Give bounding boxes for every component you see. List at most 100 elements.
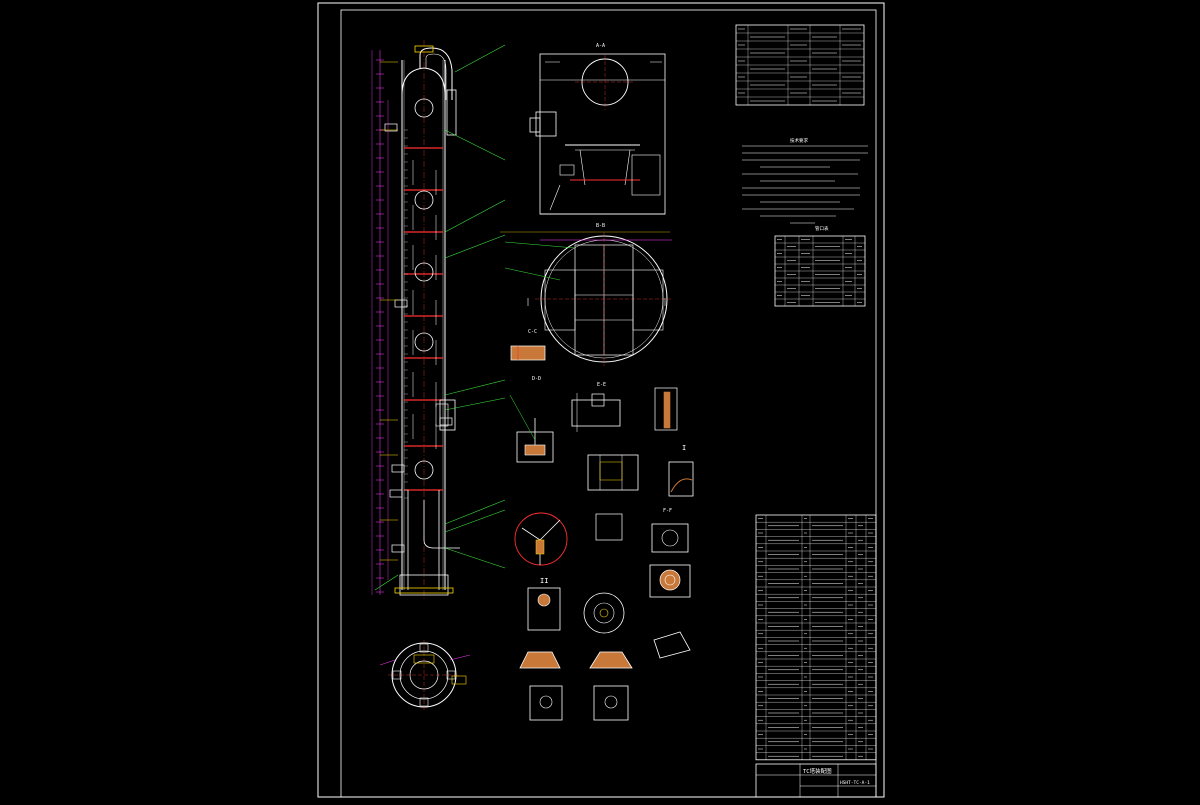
part-leader-7 bbox=[444, 499, 506, 525]
label-c-c: C-C bbox=[528, 329, 537, 335]
detail-views bbox=[509, 346, 694, 721]
detail-h-box bbox=[587, 454, 639, 491]
section-a-nozzle-flange bbox=[529, 117, 541, 133]
manhole-5 bbox=[414, 460, 434, 480]
label-a-a: A-A bbox=[596, 43, 605, 49]
label-d-d: D-D bbox=[532, 376, 541, 382]
label-b-b: B-B bbox=[596, 223, 605, 229]
part-leader-2 bbox=[444, 129, 506, 161]
drawing-number: HSHT-TC-A-1 bbox=[840, 780, 870, 786]
drawing-title: TC塔装配图 bbox=[803, 767, 832, 775]
detail-i-weld bbox=[670, 478, 693, 493]
notes-heading: 技术要求 bbox=[790, 137, 808, 144]
section-view-a-a bbox=[529, 53, 666, 215]
title-block: TC塔装配图 HSHT-TC-A-1 bbox=[755, 763, 877, 798]
detail-f-bolt bbox=[661, 529, 679, 547]
vapor-outlet-pipe-inner bbox=[425, 53, 447, 100]
detail-f-box bbox=[651, 523, 689, 553]
section-a-weir-l bbox=[579, 149, 586, 186]
detail-f2-hole bbox=[664, 574, 676, 586]
base-label-box bbox=[451, 675, 467, 685]
feed-inner bbox=[435, 403, 449, 427]
part-leader-4 bbox=[444, 234, 506, 259]
column-elevation-view bbox=[371, 40, 506, 600]
side-nozzle-4 bbox=[391, 464, 405, 473]
tray-leader-2 bbox=[504, 267, 561, 281]
part-leader-3 bbox=[444, 199, 506, 233]
bottom-outlet-pipe bbox=[423, 500, 460, 549]
detail-f2-circle bbox=[659, 569, 681, 591]
detail-e-clip bbox=[591, 393, 605, 407]
base-dim-1 bbox=[379, 659, 396, 666]
base-ring bbox=[394, 587, 454, 594]
detail-g-box bbox=[654, 387, 678, 431]
part-leader-6 bbox=[444, 397, 506, 411]
detail-plate-b bbox=[593, 685, 629, 721]
outlet-flange bbox=[446, 89, 457, 136]
section-a-brace bbox=[549, 184, 561, 211]
section-a-clip bbox=[559, 164, 575, 176]
detail-i-box bbox=[668, 461, 694, 497]
manhole-4 bbox=[414, 332, 434, 352]
anchor-bolt-4 bbox=[446, 670, 456, 680]
detail-f2-box bbox=[649, 564, 691, 598]
tray-leader-1 bbox=[504, 241, 576, 249]
detail-e-box bbox=[571, 399, 621, 427]
nozzle-table-heading: 管口表 bbox=[815, 225, 829, 232]
detail-bracket-box bbox=[595, 513, 623, 541]
anchor-bolt-3 bbox=[392, 670, 402, 680]
detail-lug-a bbox=[519, 651, 561, 669]
parts-list-table bbox=[755, 514, 877, 761]
skirt-base bbox=[399, 574, 449, 596]
anchor-bolt-1 bbox=[419, 643, 429, 653]
part-leader-5 bbox=[444, 379, 506, 396]
anchor-bolt-2 bbox=[419, 697, 429, 707]
side-nozzle-5 bbox=[389, 489, 403, 498]
detail-plate-a bbox=[529, 685, 563, 721]
side-nozzle-2 bbox=[394, 299, 408, 308]
detail-pad-1 bbox=[527, 587, 561, 631]
part-leader-8 bbox=[444, 509, 506, 533]
view-labels: A-A B-B C-C D-D E-E F-F I II 技术要求 管口表 bbox=[528, 43, 829, 585]
label-detail-2: II bbox=[540, 577, 548, 585]
detail-disc-inner bbox=[593, 602, 615, 624]
manhole-3 bbox=[414, 262, 434, 282]
detail-plate-b-hole bbox=[604, 695, 618, 709]
detail-disc-core bbox=[599, 608, 609, 618]
base-plan-view bbox=[379, 640, 471, 710]
nozzle-table bbox=[774, 235, 866, 307]
section-a-side-box bbox=[631, 154, 661, 196]
detail-g-plate bbox=[663, 391, 671, 429]
label-e-e: E-E bbox=[597, 382, 606, 388]
base-nozzle-top bbox=[413, 654, 435, 664]
side-nozzle-6 bbox=[391, 544, 405, 553]
detail-d-block bbox=[524, 444, 546, 456]
detail-ii-block bbox=[535, 539, 545, 555]
drawing-border bbox=[317, 2, 885, 798]
feed-nozzle-block bbox=[439, 399, 456, 431]
manhole-1 bbox=[414, 98, 434, 118]
detail-lug bbox=[653, 631, 691, 659]
detail-d-leader bbox=[509, 394, 536, 441]
part-leader-9 bbox=[444, 547, 506, 569]
detail-pad-1-hole bbox=[537, 593, 551, 607]
section-a-nozzle bbox=[535, 111, 557, 137]
detail-ii-circle bbox=[514, 512, 568, 566]
section-c-plate bbox=[510, 345, 546, 361]
design-data-table bbox=[735, 24, 865, 106]
part-leader-10 bbox=[374, 574, 399, 591]
detail-lug-b bbox=[589, 651, 633, 669]
section-a-weir-r bbox=[624, 149, 631, 186]
detail-disc-outer bbox=[583, 592, 625, 634]
base-dim-2 bbox=[449, 654, 471, 661]
tray-downcomer-right bbox=[632, 269, 664, 331]
part-leader-1 bbox=[454, 44, 506, 73]
label-detail-1: I bbox=[682, 444, 686, 452]
detail-plate-a-hole bbox=[539, 695, 553, 709]
vapor-outlet-pipe bbox=[419, 47, 453, 100]
detail-h-inner bbox=[599, 461, 623, 481]
tray-downcomer-left bbox=[544, 269, 576, 331]
label-f-f: F-F bbox=[663, 508, 672, 514]
